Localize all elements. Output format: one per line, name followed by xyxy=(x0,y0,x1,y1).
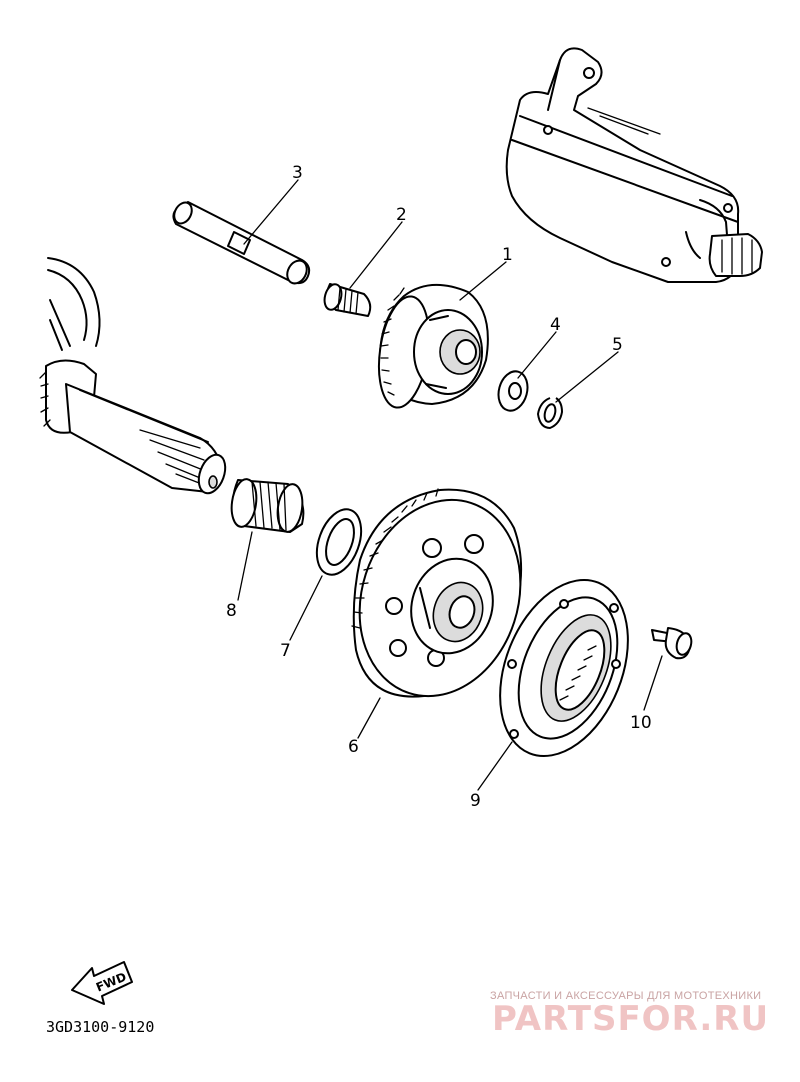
idler-gear-part-1 xyxy=(377,283,489,409)
callout-10: 10 xyxy=(630,713,652,733)
callout-8: 8 xyxy=(226,601,237,621)
callout-5: 5 xyxy=(612,335,623,355)
starter-clutch-part-9 xyxy=(499,578,629,758)
callout-labels: 3 2 1 4 5 8 7 6 9 10 xyxy=(226,163,652,811)
starter-wheel-gear-part-6 xyxy=(351,488,523,698)
needle-bearing-part-8 xyxy=(230,478,305,533)
callout-1: 1 xyxy=(502,245,513,265)
watermark: ЗАПЧАСТИ И АКСЕССУАРЫ ДЛЯ МОТОТЕХНИКИ PA… xyxy=(490,990,769,1039)
washer-part-7 xyxy=(315,508,363,576)
callout-7: 7 xyxy=(280,641,291,661)
callout-3: 3 xyxy=(292,163,303,183)
bolt-part-10 xyxy=(651,627,693,660)
washer-part-4 xyxy=(497,370,529,412)
needle-bearing-part-2 xyxy=(323,283,372,317)
watermark-tagline: ЗАПЧАСТИ И АКСЕССУАРЫ ДЛЯ МОТОТЕХНИКИ xyxy=(490,990,761,1002)
circlip-part-5 xyxy=(537,397,563,429)
starter-motor xyxy=(505,47,763,283)
callout-4: 4 xyxy=(550,315,561,335)
callout-2: 2 xyxy=(396,205,407,225)
callout-6: 6 xyxy=(348,737,359,757)
callout-9: 9 xyxy=(470,791,481,811)
leader-lines xyxy=(237,179,663,791)
diagram-code: 3GD3100-9120 xyxy=(46,1018,154,1036)
crankshaft xyxy=(39,257,227,495)
fwd-arrow-icon: FWD xyxy=(71,961,133,1005)
watermark-brand-logo: PARTSFOR.RU xyxy=(492,999,769,1039)
shaft-part-3 xyxy=(172,201,311,285)
